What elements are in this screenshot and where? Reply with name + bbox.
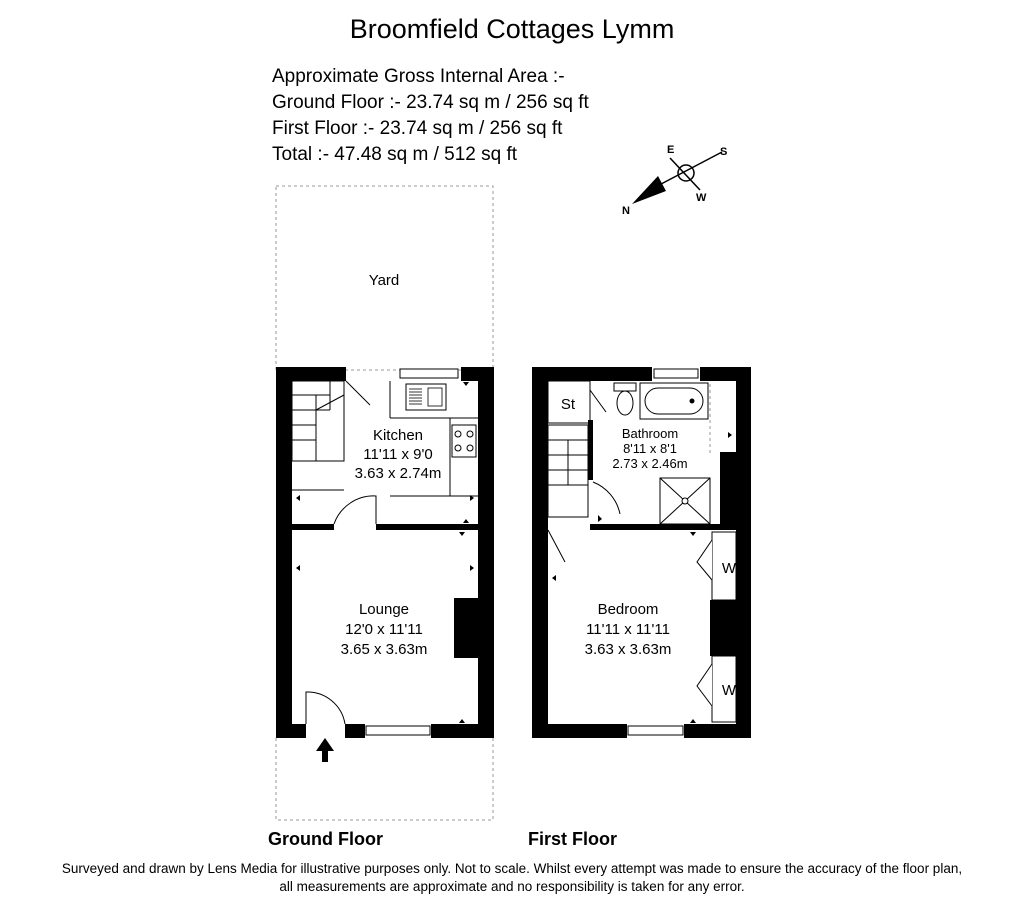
stairs: [547, 424, 589, 518]
measure-markers: [552, 432, 732, 723]
north-arrow-icon: [632, 176, 666, 204]
area-heading: Approximate Gross Internal Area :-: [272, 66, 565, 87]
lounge-metric: 3.65 x 3.63m: [341, 641, 428, 658]
chimney-breast: [710, 600, 736, 656]
wall: [461, 367, 494, 381]
entrance-arrow-icon: [316, 738, 334, 762]
wall: [590, 524, 720, 530]
compass: N E S W: [622, 144, 727, 217]
wardrobe-label: W: [722, 682, 737, 699]
bedroom-name: Bedroom: [598, 601, 659, 618]
wall: [532, 367, 548, 738]
yard-outline: [275, 185, 494, 371]
front-area-outline: [275, 738, 494, 821]
lounge-name: Lounge: [359, 601, 409, 618]
disclaimer-line-2: all measurements are approximate and no …: [279, 879, 745, 894]
window: [399, 368, 459, 379]
store-label: St: [561, 396, 576, 413]
area-total: Total :- 47.48 sq m / 512 sq ft: [272, 144, 518, 165]
plan-title: Broomfield Cottages Lymm: [349, 14, 675, 44]
front-door-arc: [305, 691, 346, 725]
wall: [532, 367, 652, 381]
wall: [478, 367, 494, 738]
store-cupboard: [547, 380, 607, 424]
area-ground: Ground Floor :- 23.74 sq m / 256 sq ft: [272, 92, 589, 113]
window: [627, 725, 684, 736]
wall: [431, 724, 494, 738]
wall: [345, 724, 365, 738]
first-floor-label: First Floor: [528, 829, 617, 849]
bedroom-metric: 3.63 x 3.63m: [585, 641, 672, 658]
bedroom-imperial: 11'11 x 11'11: [586, 621, 670, 638]
shower-icon: [659, 477, 711, 525]
compass-w: W: [696, 192, 707, 204]
kitchen-metric: 3.63 x 2.74m: [355, 465, 442, 482]
kitchen-imperial: 11'11 x 9'0: [363, 446, 432, 463]
stairs: [291, 380, 345, 462]
wall: [736, 367, 751, 738]
measure-markers: [296, 382, 474, 723]
toilet-icon: [613, 382, 637, 416]
compass-n: N: [622, 205, 630, 217]
first-floor-plan: St: [532, 367, 751, 738]
hob-icon: [451, 424, 477, 458]
window: [653, 368, 699, 379]
wall: [276, 367, 346, 381]
yard-label: Yard: [369, 272, 400, 289]
door-arc: [547, 481, 621, 563]
wall: [684, 724, 751, 738]
disclaimer-line-1: Surveyed and drawn by Lens Media for ill…: [61, 861, 963, 876]
wall: [292, 524, 334, 530]
bathroom-metric: 2.73 x 2.46m: [612, 456, 687, 471]
wall: [276, 367, 292, 738]
area-first: First Floor :- 23.74 sq m / 256 sq ft: [272, 118, 563, 139]
compass-s: S: [720, 146, 727, 158]
compass-e: E: [667, 144, 674, 156]
disclaimer: Surveyed and drawn by Lens Media for ill…: [0, 860, 1024, 896]
lounge-imperial: 12'0 x 11'11: [345, 621, 423, 638]
bath-icon: [639, 382, 709, 420]
window: [365, 725, 431, 736]
wall: [532, 724, 627, 738]
bathroom-imperial: 8'11 x 8'1: [623, 441, 677, 456]
bathroom-name: Bathroom: [622, 426, 678, 441]
wardrobe: [696, 531, 737, 723]
ground-floor-plan: Yard: [275, 185, 494, 821]
chimney-breast: [720, 452, 736, 530]
kitchen-name: Kitchen: [373, 427, 423, 444]
wall: [376, 524, 478, 530]
ground-floor-label: Ground Floor: [268, 829, 383, 849]
door-arc: [333, 495, 377, 525]
wall: [700, 367, 751, 381]
wall: [276, 724, 306, 738]
wall: [588, 420, 593, 480]
chimney-breast: [454, 598, 478, 658]
wardrobe-label: W: [722, 560, 737, 577]
